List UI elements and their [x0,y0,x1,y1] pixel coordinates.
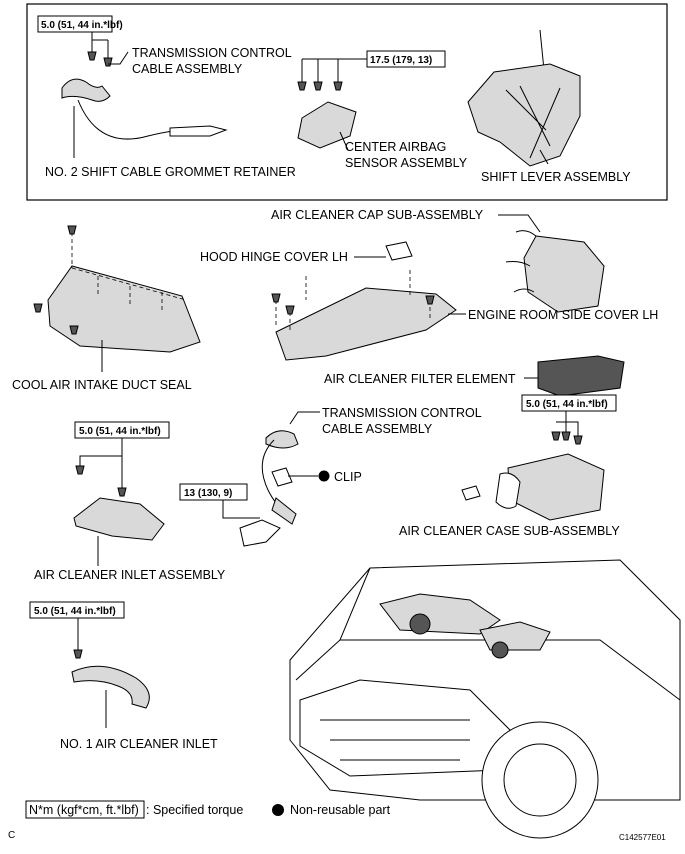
label-transmission-cable-mid-1: TRANSMISSION CONTROL [322,406,482,420]
shift-lever-part [467,29,581,167]
label-transmission-cable-mid-2: CABLE ASSEMBLY [322,422,433,436]
torque-value-inlet-assy: 5.0 (51, 44 in.*lbf) [79,426,161,437]
cool-air-seal-part [33,225,201,372]
label-air-cleaner-case: AIR CLEANER CASE SUB-ASSEMBLY [399,524,620,538]
legend-torque-key: N*m (kgf*cm, ft.*lbf) [29,803,139,817]
label-hood-hinge-cover: HOOD HINGE COVER LH [200,250,348,264]
vehicle-engine-bay-illustration [289,559,681,839]
label-cool-air-seal: COOL AIR INTAKE DUCT SEAL [12,378,192,392]
label-shift-lever: SHIFT LEVER ASSEMBLY [481,170,631,184]
air-cleaner-case-part [461,411,605,521]
label-air-cleaner-cap: AIR CLEANER CAP SUB-ASSEMBLY [271,208,484,222]
label-center-airbag-2: SENSOR ASSEMBLY [345,156,468,170]
torque-box-bracket [179,483,248,501]
transmission-cable-top-part: 5.0 (51, 44 in.*lbf) [37,15,228,158]
torque-value-airbag: 17.5 (179, 13) [370,55,432,66]
legend-nonreusable-label: Non-reusable part [290,803,391,817]
air-cleaner-inlet-assy-part [73,438,165,566]
legend-torque-box [25,800,145,819]
center-airbag-sensor-part: 17.5 (179, 13) [297,50,446,151]
figure-id: C142577E01 [619,833,666,842]
torque-value-case: 5.0 (51, 44 in.*lbf) [526,399,608,410]
air-cleaner-cap-part [505,230,605,313]
torque-value-bracket: 13 (130, 9) [184,488,232,499]
filter-element-part [537,355,625,397]
engine-room-side-cover-part [271,270,457,361]
label-no1-inlet: NO. 1 AIR CLEANER INLET [60,737,218,751]
torque-value-no1: 5.0 (51, 44 in.*lbf) [34,606,116,617]
hood-hinge-cover-part [385,241,413,261]
label-clip: CLIP [334,470,362,484]
label-transmission-cable-top-2: CABLE ASSEMBLY [132,62,243,76]
no1-air-cleaner-inlet-part [71,618,150,728]
torque-box-no1 [29,601,125,619]
label-engine-room-cover: ENGINE ROOM SIDE COVER LH [468,308,658,322]
label-filter-element: AIR CLEANER FILTER ELEMENT [324,372,516,386]
label-inlet-assy: AIR CLEANER INLET ASSEMBLY [34,568,226,582]
upper-group-frame [26,3,668,201]
label-transmission-cable-top-1: TRANSMISSION CONTROL [132,46,292,60]
nonreusable-dot-clip [318,470,330,482]
torque-box-cable [37,15,113,33]
corner-letter: C [8,830,15,841]
legend-torque-desc: : Specified torque [146,803,243,817]
torque-value-cable: 5.0 (51, 44 in.*lbf) [41,20,123,31]
torque-box-case [521,394,617,412]
label-center-airbag-1: CENTER AIRBAG [345,140,446,154]
transmission-cable-mid-part [239,411,320,547]
label-grommet-retainer: NO. 2 SHIFT CABLE GROMMET RETAINER [45,165,296,179]
legend-nonreusable-dot [272,804,284,816]
